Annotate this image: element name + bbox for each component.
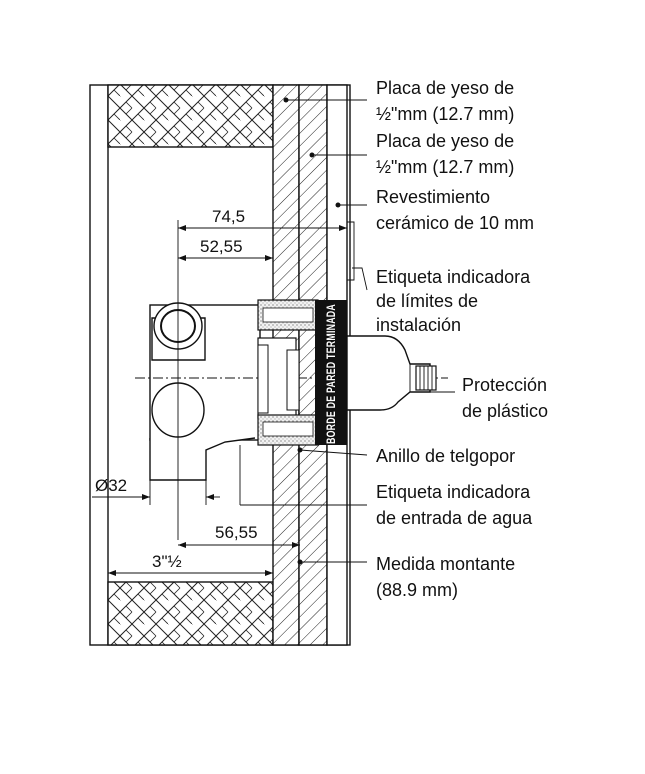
stem-icon [415, 365, 437, 391]
callout-ceramic: Revestimiento cerámico de 10 mm [376, 187, 534, 233]
callout-drywall-2: Placa de yeso de ½"mm (12.7 mm) [376, 131, 519, 177]
leader-lines [240, 99, 455, 563]
plastic-protection-cap [346, 335, 437, 411]
callout-drywall-1: Placa de yeso de ½"mm (12.7 mm) [376, 78, 519, 124]
leader-dots [283, 97, 341, 565]
bottom-stud-plate [107, 581, 274, 646]
foam-ring [257, 299, 319, 446]
finished-wall-label: BORDE DE PARED TERMINADA [315, 300, 347, 445]
callout-plastic-protection: Protección de plástico [462, 375, 552, 421]
callout-water-inlet: Etiqueta indicadora de entrada de agua [376, 482, 535, 528]
callout-install-limit: Etiqueta indicadora de límites de instal… [376, 267, 535, 335]
finished-wall-text: BORDE DE PARED TERMINADA [326, 304, 338, 444]
dim-74-5: 74,5 [212, 207, 245, 226]
dim-3-half: 3"½ [152, 552, 182, 571]
callout-stud-size: Medida montante (88.9 mm) [376, 554, 520, 600]
dim-52-55: 52,55 [200, 237, 243, 256]
callout-foam-ring: Anillo de telgopor [376, 446, 515, 466]
dim-diameter-32: Ø32 [95, 476, 127, 495]
tile-clip [347, 221, 355, 281]
dim-56-55: 56,55 [215, 523, 258, 542]
dimension-lines [92, 220, 347, 576]
stud-frame [89, 84, 351, 646]
top-stud-plate [107, 84, 274, 148]
